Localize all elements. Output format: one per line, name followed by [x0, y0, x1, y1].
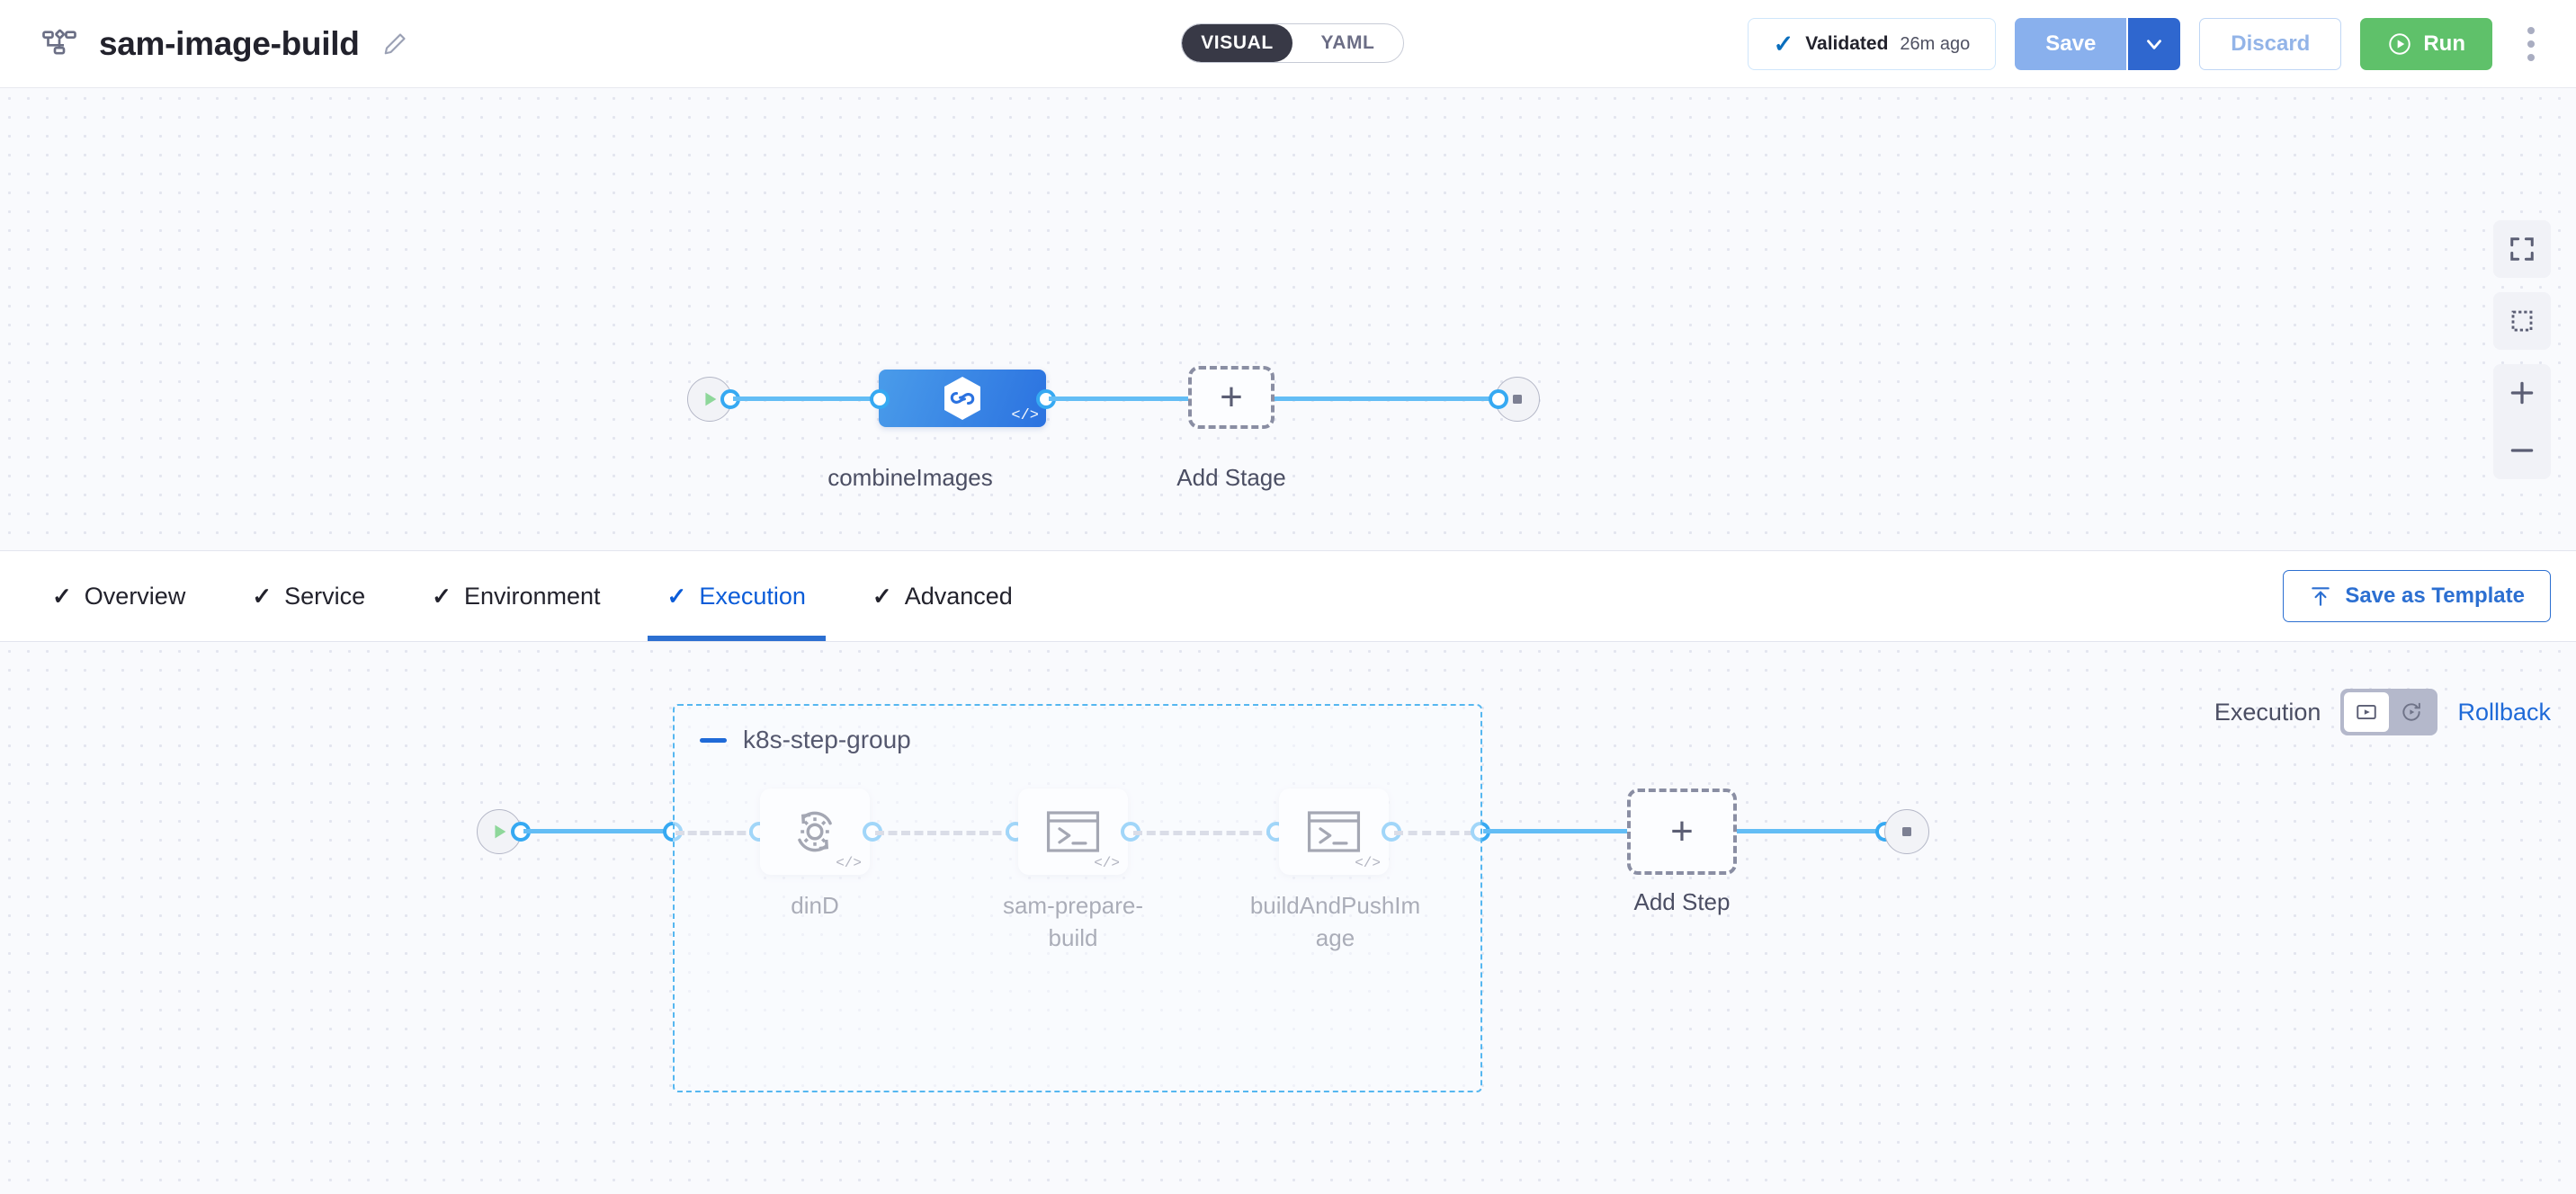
code-glyph-icon: </>: [1011, 407, 1039, 424]
check-icon: ✓: [1773, 30, 1794, 58]
validated-time: 26m ago: [1900, 33, 1971, 54]
play-circle-icon: [2387, 31, 2412, 57]
harness-hexagon-icon: [944, 377, 980, 420]
connector-addstep-to-end: [1737, 829, 1884, 833]
add-stage-label: Add Stage: [1176, 464, 1286, 491]
zoom-in-button[interactable]: [2493, 364, 2551, 422]
check-icon: ✓: [872, 582, 892, 610]
header-left: sam-image-build: [0, 24, 410, 64]
execution-rollback-controls: Execution Rollback: [2214, 689, 2551, 735]
execution-label: Execution: [2214, 698, 2321, 726]
page-title: sam-image-build: [99, 24, 360, 62]
tab-label: Environment: [463, 582, 601, 610]
connector-addstage-to-end: [1275, 397, 1499, 401]
chevron-down-icon[interactable]: [2128, 18, 2181, 70]
toggle-visual[interactable]: VISUAL: [1182, 24, 1292, 62]
execution-end-node[interactable]: [1884, 809, 1929, 854]
rollback-view-button[interactable]: [2389, 692, 2434, 732]
tab-service[interactable]: ✓ Service: [232, 551, 385, 641]
tab-label: Execution: [699, 582, 806, 610]
stage-canvas[interactable]: </> combineImages + Add Stage: [0, 89, 2576, 550]
stop-square-icon: [1902, 827, 1911, 836]
toggle-yaml[interactable]: YAML: [1320, 32, 1375, 53]
save-button-group[interactable]: Save: [2015, 18, 2181, 70]
check-icon: ✓: [52, 582, 72, 610]
tab-execution[interactable]: ✓ Execution: [647, 551, 827, 641]
play-triangle-icon: [495, 824, 506, 839]
play-triangle-icon: [705, 392, 717, 406]
pencil-edit-icon[interactable]: [380, 29, 410, 59]
play-box-icon: [2357, 704, 2377, 720]
check-icon: ✓: [252, 582, 273, 610]
save-button[interactable]: Save: [2015, 18, 2129, 70]
connector-stage-to-addstage: [1049, 397, 1188, 401]
check-icon: ✓: [432, 582, 452, 610]
execution-view-button[interactable]: [2344, 692, 2390, 732]
save-template-icon: [2309, 584, 2332, 608]
kebab-menu-icon[interactable]: [2511, 18, 2551, 70]
fit-to-screen-button[interactable]: [2493, 220, 2551, 278]
plus-icon: [2510, 381, 2534, 405]
add-step-label: Add Step: [1633, 888, 1731, 915]
stage-input-port[interactable]: [870, 389, 890, 409]
save-as-template-button[interactable]: Save as Template: [2283, 570, 2551, 622]
stage-node-combineImages[interactable]: </>: [879, 370, 1046, 427]
app-header: sam-image-build VISUAL YAML ✓ Validated …: [0, 0, 2576, 88]
minus-icon: [2510, 449, 2534, 452]
run-button[interactable]: Run: [2360, 18, 2492, 70]
plus-icon: +: [1220, 375, 1243, 419]
fullscreen-icon: [2510, 237, 2534, 261]
minus-icon[interactable]: [700, 737, 727, 743]
tab-overview[interactable]: ✓ Overview: [32, 551, 205, 641]
connector-start-to-stage: [733, 397, 881, 401]
end-input-port[interactable]: [1489, 389, 1508, 409]
validated-label: Validated: [1805, 33, 1889, 54]
dashed-square-icon: [2511, 310, 2533, 332]
status-badge-validated: ✓ Validated 26m ago: [1747, 18, 1997, 70]
canvas-controls: [2493, 220, 2551, 479]
stage-label-combineImages: combineImages: [827, 464, 993, 491]
connector-group-to-addstep: [1483, 829, 1627, 833]
step-group-header: k8s-step-group: [700, 726, 911, 754]
connector-start-to-group: [523, 829, 675, 833]
add-step-button[interactable]: +: [1627, 789, 1737, 875]
save-as-template-label: Save as Template: [2345, 584, 2525, 608]
step-group-title: k8s-step-group: [743, 726, 911, 753]
select-area-button[interactable]: [2493, 292, 2551, 350]
tab-environment[interactable]: ✓ Environment: [412, 551, 620, 641]
discard-button[interactable]: Discard: [2199, 18, 2342, 70]
execution-mode-toggle[interactable]: [2340, 689, 2438, 735]
plus-icon: +: [1670, 809, 1694, 853]
check-icon: ✓: [666, 582, 687, 610]
tab-label: Service: [284, 582, 366, 610]
tab-advanced[interactable]: ✓ Advanced: [853, 551, 1033, 641]
header-actions: ✓ Validated 26m ago Save Discard: [1747, 0, 2551, 88]
stage-config-tabs: ✓ Overview ✓ Service ✓ Environment ✓ Exe…: [0, 550, 2576, 642]
run-label: Run: [2423, 31, 2465, 56]
stop-square-icon: [1513, 395, 1522, 404]
pipeline-flow-icon: [40, 24, 79, 64]
step-group-k8s[interactable]: k8s-step-group: [673, 704, 1482, 1092]
tab-label: Advanced: [904, 582, 1013, 610]
zoom-controls: [2493, 364, 2551, 479]
add-stage-button[interactable]: +: [1188, 366, 1275, 429]
rollback-arrow-icon: [2402, 702, 2421, 721]
view-mode-toggle[interactable]: VISUAL YAML: [1181, 23, 1404, 63]
end-circle: [1884, 809, 1929, 854]
rollback-link[interactable]: Rollback: [2457, 698, 2551, 726]
zoom-out-button[interactable]: [2493, 422, 2551, 479]
tab-label: Overview: [84, 582, 186, 610]
